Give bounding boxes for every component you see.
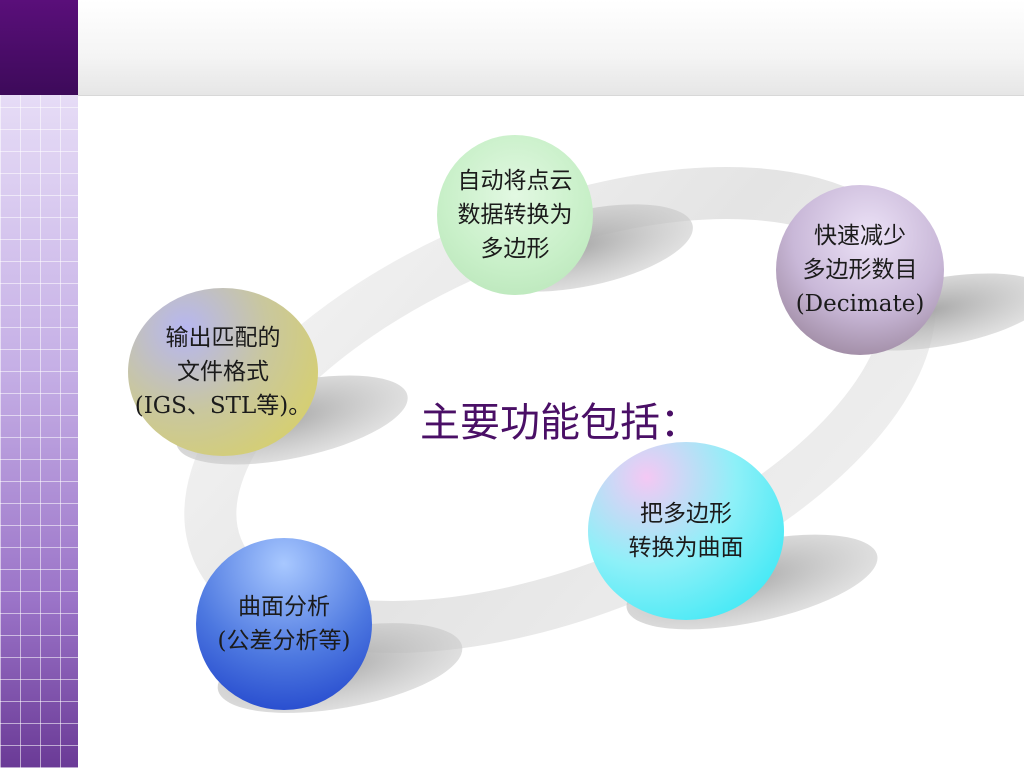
feature-line: 快速减少 [814, 223, 906, 249]
feature-line: 自动将点云 [457, 168, 573, 194]
feature-line: 文件格式 [176, 359, 269, 385]
feature-line: (Decimate) [795, 291, 925, 317]
feature-bubble-decimate: 快速减少 多边形数目 (Decimate) [776, 185, 944, 355]
feature-line: (IGS、STL等)。 [134, 393, 312, 419]
feature-line: 数据转换为 [457, 202, 573, 228]
page-title: 主要功能包括： [420, 400, 700, 446]
header-corner-block [0, 0, 78, 95]
feature-bubble-point-cloud-to-polygon: 自动将点云 数据转换为 多边形 [437, 135, 593, 295]
feature-line: 曲面分析 [237, 594, 330, 620]
feature-line: 多边形 [480, 236, 550, 262]
feature-bubble-surface-analysis: 曲面分析 (公差分析等) [196, 538, 372, 710]
feature-bubble-export-formats: 输出匹配的 文件格式 (IGS、STL等)。 [128, 288, 318, 456]
feature-line: 多边形数目 [802, 257, 918, 283]
feature-line: 输出匹配的 [165, 325, 281, 351]
feature-line: 转换为曲面 [628, 535, 744, 561]
left-decorative-bar [0, 95, 78, 768]
top-header-band [78, 0, 1024, 96]
feature-line: (公差分析等) [217, 628, 351, 654]
feature-bubble-polygon-to-surface: 把多边形 转换为曲面 [588, 442, 784, 620]
feature-line: 把多边形 [640, 501, 732, 527]
